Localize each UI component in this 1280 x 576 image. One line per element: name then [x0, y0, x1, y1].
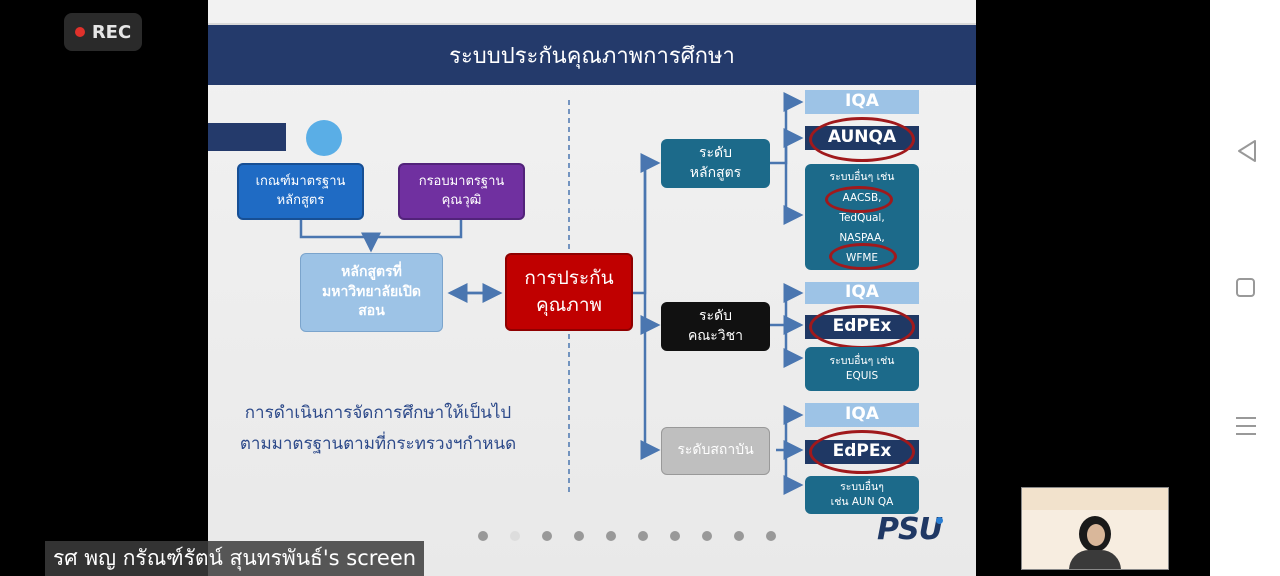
recording-indicator: REC: [64, 13, 142, 51]
thumbnail-slide-header: [1022, 488, 1168, 510]
aacsb-highlight-circle: [825, 186, 893, 213]
pagination-dot[interactable]: [702, 531, 712, 541]
quality-assurance-box: การประกัน คุณภาพ: [505, 253, 633, 331]
institution-edpex-highlight-circle: [809, 430, 915, 474]
android-nav-bar: [1210, 0, 1280, 576]
list-item: NASPAA,: [839, 232, 885, 244]
pagination-dot[interactable]: [542, 531, 552, 541]
pagination-dot[interactable]: [670, 531, 680, 541]
slide-caption: การดำเนินการจัดการศึกษาให้เป็นไป ตามมาตร…: [239, 403, 517, 454]
level-faculty-box: ระดับ คณะวิชา: [661, 302, 770, 351]
aunqa-highlight-circle: [809, 117, 915, 162]
program-others-title: ระบบอื่นๆ เช่น: [829, 171, 895, 183]
home-icon[interactable]: [1235, 277, 1257, 299]
institution-iqa-box: IQA: [805, 403, 919, 427]
slide-connectors: [299, 92, 804, 495]
framework-box: กรอบมาตรฐาน คุณวุฒิ: [398, 163, 525, 220]
pagination-dot[interactable]: [510, 531, 520, 541]
logo-dot: [936, 517, 943, 524]
slide-title: ระบบประกันคุณภาพการศึกษา: [208, 23, 976, 85]
faculty-others-box: ระบบอื่นๆ เช่น EQUIS: [805, 347, 919, 391]
level-program-box: ระดับ หลักสูตร: [661, 139, 770, 188]
criteria-box: เกณฑ์มาตรฐาน หลักสูตร: [237, 163, 364, 220]
presentation-slide: ระบบประกันคุณภาพการศึกษา: [208, 0, 976, 576]
screen-share-label: รศ พญ กรัณฑ์รัตน์ สุนทรพันธ์'s screen: [45, 541, 425, 576]
curriculum-box: หลักสูตรที่ มหาวิทยาลัยเปิด สอน: [300, 253, 443, 332]
decorative-bar: [208, 123, 286, 151]
participant-face: [1087, 524, 1105, 546]
list-item: TedQual,: [839, 212, 885, 224]
wfme-highlight-circle: [829, 243, 897, 270]
institution-others-box: ระบบอื่นๆ เช่น AUN QA: [805, 476, 919, 514]
recents-icon[interactable]: [1234, 415, 1258, 437]
psu-logo: PSU: [877, 512, 943, 547]
participant-video-thumbnail[interactable]: [1021, 487, 1169, 570]
back-icon[interactable]: [1235, 138, 1259, 164]
pagination-dot[interactable]: [766, 531, 776, 541]
faculty-iqa-box: IQA: [805, 282, 919, 304]
pagination-dot[interactable]: [606, 531, 616, 541]
program-iqa-box: IQA: [805, 90, 919, 114]
pagination-dot[interactable]: [478, 531, 488, 541]
recording-label: REC: [91, 21, 132, 43]
pagination-dot[interactable]: [574, 531, 584, 541]
pagination-dot[interactable]: [734, 531, 744, 541]
pagination-dot[interactable]: [638, 531, 648, 541]
participant-body: [1069, 550, 1121, 569]
faculty-edpex-highlight-circle: [809, 305, 915, 349]
decorative-circle: [306, 120, 342, 156]
level-institution-box: ระดับสถาบัน: [661, 427, 770, 475]
record-dot-icon: [74, 27, 85, 37]
